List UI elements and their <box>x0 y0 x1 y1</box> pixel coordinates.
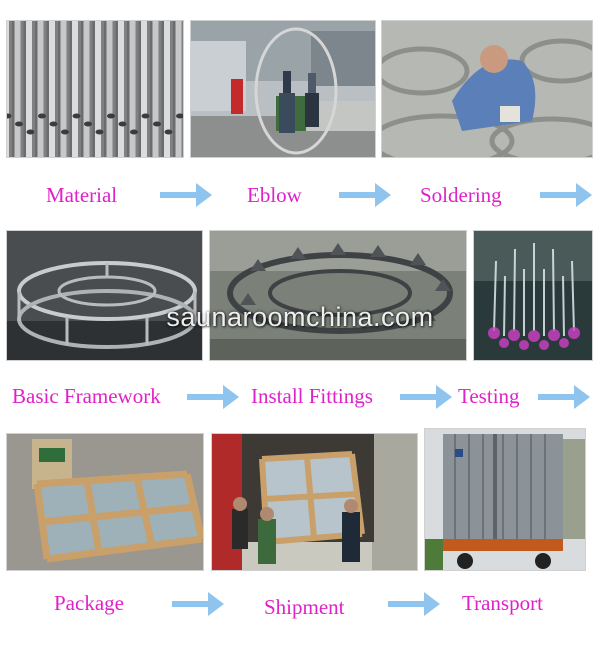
step-label-soldering: Soldering <box>420 183 502 207</box>
step-label-package: Package <box>54 591 124 615</box>
right-arrow-icon <box>400 385 452 409</box>
step-label-eblow: Eblow <box>247 183 302 207</box>
fountain-test-image <box>474 231 592 360</box>
right-arrow-icon <box>540 183 592 207</box>
step-label-transport: Transport <box>462 591 543 615</box>
nozzle-assembly-image <box>210 231 466 360</box>
wooden-crate-image <box>7 434 203 570</box>
photo-shipment <box>211 433 418 571</box>
step-label-install-fittings: Install Fittings <box>251 384 373 408</box>
step-label-material: Material <box>46 183 118 207</box>
step-label-testing: Testing <box>458 384 520 408</box>
photo-testing <box>473 230 593 361</box>
truck-loading-image <box>212 434 417 570</box>
right-arrow-icon <box>388 592 440 616</box>
right-arrow-icon <box>172 592 224 616</box>
welding-worker-image <box>382 21 592 157</box>
photo-transport <box>424 428 586 571</box>
right-arrow-icon <box>187 385 239 409</box>
photo-package <box>6 433 204 571</box>
ring-frame-image <box>7 231 202 360</box>
photo-basic-framework <box>6 230 203 361</box>
steel-tubes-image <box>7 21 183 157</box>
right-arrow-icon <box>160 183 212 207</box>
container-truck-image <box>425 429 585 570</box>
photo-install-fittings <box>209 230 467 361</box>
workshop-bending-image <box>191 21 375 157</box>
step-label-shipment: Shipment <box>264 595 345 619</box>
right-arrow-icon <box>538 385 590 409</box>
step-label-basic-framework: Basic Framework <box>12 384 161 408</box>
photo-material <box>6 20 184 158</box>
photo-eblow <box>190 20 376 158</box>
right-arrow-icon <box>339 183 391 207</box>
photo-soldering <box>381 20 593 158</box>
